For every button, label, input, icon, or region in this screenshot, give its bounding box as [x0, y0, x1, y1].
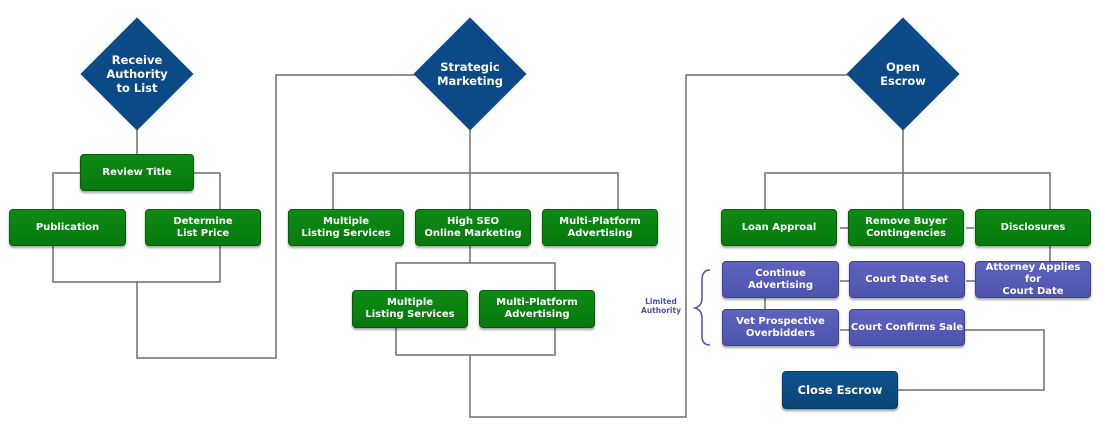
- step-vet-prospective-overbidders: Vet Prospective Overbidders: [722, 309, 839, 346]
- connector: [136, 74, 416, 359]
- decision-label: Strategic Marketing: [437, 60, 503, 88]
- step-attorney-applies-for-court-date: Attorney Applies for Court Date: [975, 261, 1091, 298]
- step-determine-list-price: Determine List Price: [145, 209, 261, 246]
- connector: [898, 329, 1045, 391]
- connector: [764, 172, 1051, 209]
- step-multiple-listing-services-2: Multiple Listing Services: [352, 290, 468, 328]
- step-loan-approval: Loan Approal: [721, 209, 837, 246]
- decision-open-escrow: Open Escrow: [846, 17, 960, 131]
- step-high-seo-online-marketing: High SEO Online Marketing: [415, 209, 531, 246]
- connector: [194, 172, 221, 210]
- step-continue-advertising: Continue Advertising: [722, 261, 839, 298]
- connector: [52, 245, 221, 283]
- decision-receive-authority: Receive Authority to List: [80, 17, 194, 131]
- step-publication: Publication: [9, 209, 126, 246]
- connector: [469, 74, 848, 418]
- limited-authority-label: Limited Authority: [641, 297, 681, 315]
- step-multiple-listing-services: Multiple Listing Services: [288, 209, 404, 246]
- decision-label: Open Escrow: [880, 60, 926, 88]
- decision-label: Receive Authority to List: [106, 53, 168, 95]
- step-multi-platform-advertising: Multi-Platform Advertising: [542, 209, 658, 246]
- step-court-date-set: Court Date Set: [849, 261, 965, 298]
- step-disclosures: Disclosures: [975, 209, 1091, 246]
- limited-authority-brace: [692, 269, 711, 346]
- connector: [395, 327, 556, 356]
- terminal-close-escrow: Close Escrow: [782, 371, 898, 409]
- step-remove-buyer-contingencies: Remove Buyer Contingencies: [848, 209, 964, 246]
- connector: [52, 172, 80, 210]
- step-court-confirms-sale: Court Confirms Sale: [849, 309, 965, 346]
- step-review-title: Review Title: [80, 154, 194, 191]
- decision-strategic-marketing: Strategic Marketing: [413, 17, 527, 131]
- step-multi-platform-advertising-2: Multi-Platform Advertising: [479, 290, 595, 328]
- connector: [332, 172, 619, 209]
- connector: [395, 262, 556, 290]
